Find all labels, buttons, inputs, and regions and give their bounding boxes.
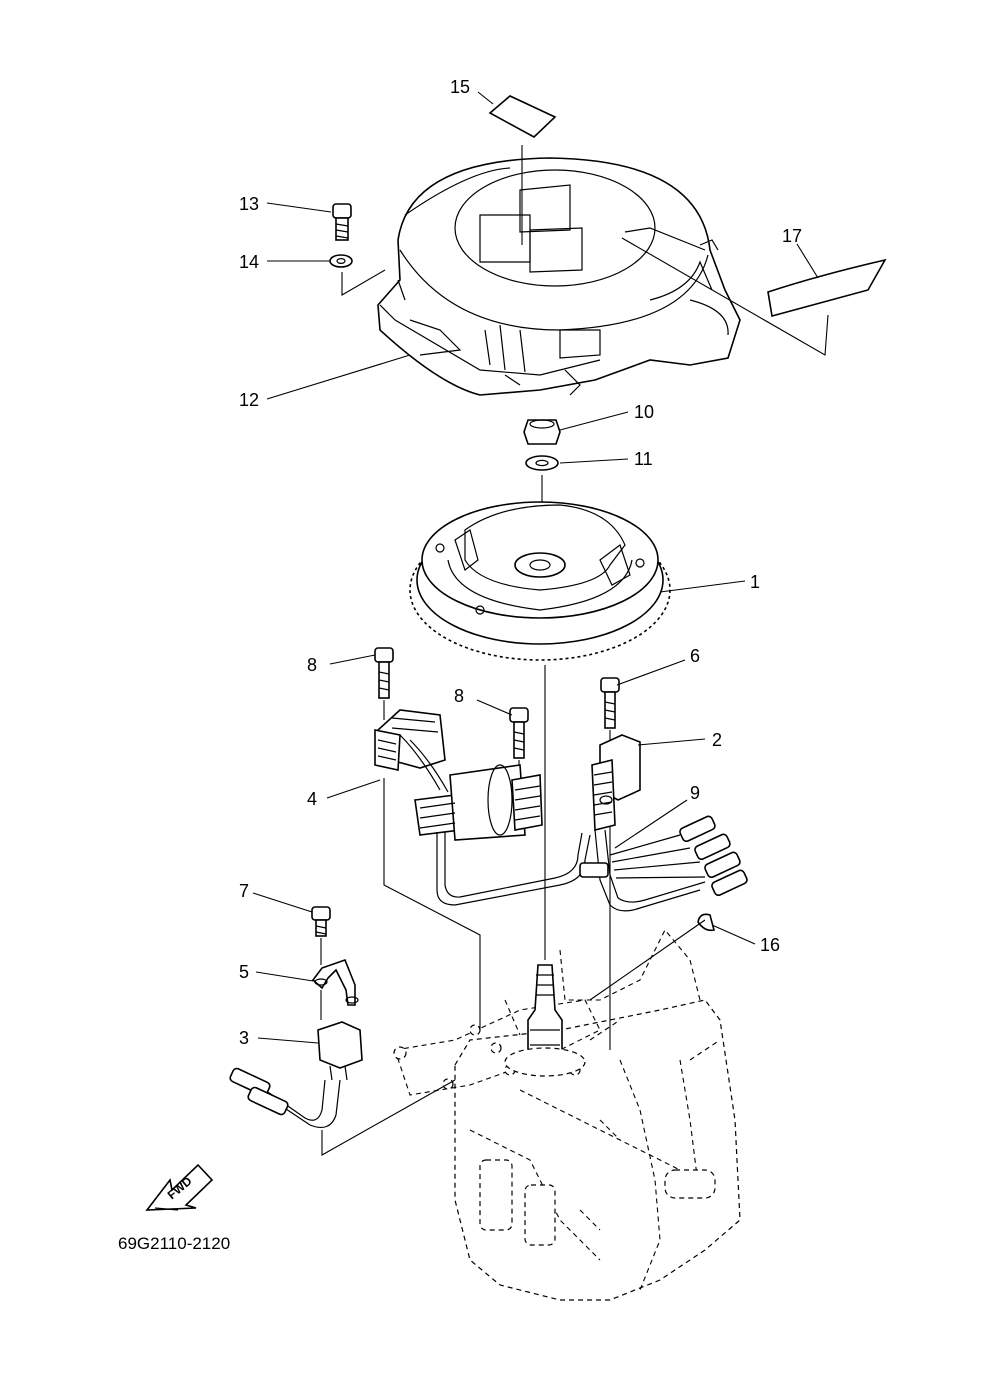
leader-14 [266,202,332,213]
label-16 [488,95,557,138]
bolt-14 [332,203,352,241]
callout-3: 3 [239,1028,250,1048]
nut-11 [523,419,561,445]
leader-15-13 [341,269,386,296]
label-17 [767,258,887,318]
leader-8b [476,699,513,716]
leader-1 [659,580,746,593]
callout-8-right: 8 [454,686,465,706]
sensor-3 [229,1021,363,1128]
leader-4 [326,779,381,799]
charge-coil-2 [591,734,641,832]
leader-2 [637,738,706,746]
screw-7 [311,906,331,937]
callout-10: 16 [760,935,781,955]
callout-6: 6 [690,646,701,666]
leader-13 [266,354,411,400]
callout-13: 12 [239,390,260,410]
leader-5 [255,971,314,982]
leader-7 [252,892,313,913]
callout-12: 11 [634,449,653,469]
flywheel-cover [377,157,741,396]
leader-17-line [621,237,829,356]
flywheel [409,501,671,661]
callout-11: 10 [634,402,655,422]
engine-block-outline [393,929,741,1301]
leader-17 [796,243,819,279]
leader-10 [711,924,756,945]
bolt-6 [600,677,620,729]
callout-1: 1 [750,572,761,592]
leader-11 [559,411,629,431]
callout-2: 2 [712,730,723,750]
fwd-arrow-icon [145,1163,214,1211]
leader-3-path [321,1079,456,1156]
callout-14: 13 [239,194,260,214]
callout-8-left: 8 [307,655,318,675]
leader-9 [614,799,688,849]
callout-5: 5 [239,962,250,982]
bolt-8-right [509,707,529,759]
leader-12 [559,458,629,464]
callout-15: 14 [239,252,260,272]
leader-16 [477,91,494,105]
leader-8a [329,654,376,665]
wiring-harness [436,815,748,912]
leader-10-path [589,919,706,1001]
leader-6 [616,659,686,686]
pulser-coil-4 [374,709,543,841]
callout-4: 4 [307,789,318,809]
clamp-5 [311,958,359,1006]
callout-9: 9 [690,783,701,803]
part-code: 69G2110-2120 [118,1234,231,1253]
washer-12 [525,455,559,471]
washer-15 [329,254,353,268]
callout-17: 17 [782,226,803,246]
callout-16: 15 [450,77,471,97]
leader-3 [257,1037,319,1044]
callout-7: 7 [239,881,250,901]
bolt-8-left [374,647,394,699]
leader-4-path [383,778,481,1030]
grommet-10 [697,913,715,932]
